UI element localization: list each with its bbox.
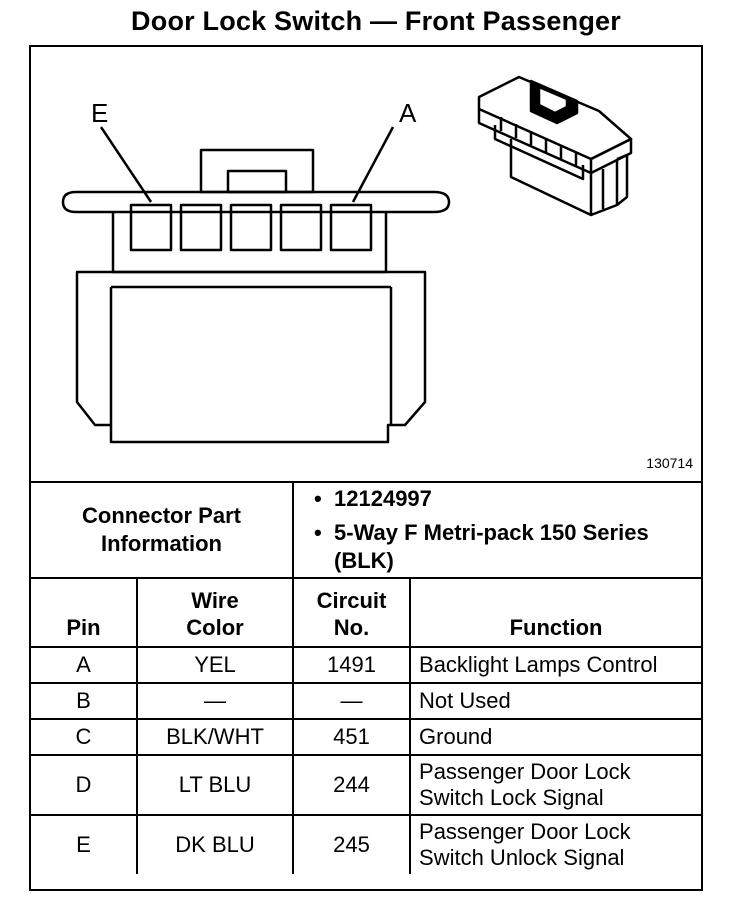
table-header-row: Pin Wire Color Circuit No. Function xyxy=(31,577,702,648)
connector-diagram: E A 130714 xyxy=(31,47,701,481)
header-function: Function xyxy=(409,577,702,648)
connector-info-label: Connector Part Information xyxy=(31,481,295,579)
table-row: C BLK/WHT 451 Ground xyxy=(31,718,702,756)
pin-cell: B xyxy=(31,682,138,720)
function-cell: Not Used xyxy=(409,682,702,720)
wire-color-cell: DK BLU xyxy=(135,814,295,874)
table-row: E DK BLU 245 Passenger Door Lock Switch … xyxy=(31,814,702,874)
table-row: D LT BLU 244 Passenger Door Lock Switch … xyxy=(31,754,702,816)
wire-color-cell: — xyxy=(135,682,295,720)
pin-cell: D xyxy=(31,754,138,816)
table-row: B — — Not Used xyxy=(31,682,702,720)
leader-line-e xyxy=(99,126,153,203)
circuit-cell: — xyxy=(292,682,412,720)
lock-tab-slot xyxy=(226,169,288,194)
header-pin: Pin xyxy=(31,577,138,648)
wire-color-cell: YEL xyxy=(135,646,295,684)
figure-number: 130714 xyxy=(646,455,693,471)
page-title: Door Lock Switch — Front Passenger xyxy=(131,6,621,36)
circuit-cell: 244 xyxy=(292,754,412,816)
connector-isometric-view xyxy=(477,75,633,217)
housing-body xyxy=(75,270,427,444)
pin-cell: C xyxy=(31,718,138,756)
function-cell: Ground xyxy=(409,718,702,756)
header-circuit-no: Circuit No. xyxy=(292,577,412,648)
cavity-b xyxy=(279,203,323,252)
pin-cell: A xyxy=(31,646,138,684)
function-cell: Passenger Door Lock Switch Lock Signal xyxy=(409,754,702,816)
connector-table: Connector Part Information 12124997 5-Wa… xyxy=(31,481,702,874)
header-wire-color-text: Wire Color xyxy=(186,588,244,640)
header-wire-color: Wire Color xyxy=(135,577,295,648)
circuit-cell: 245 xyxy=(292,814,412,874)
cavity-label-e: E xyxy=(91,98,108,128)
pin-cell: E xyxy=(31,814,138,874)
circuit-cell: 451 xyxy=(292,718,412,756)
housing-upper xyxy=(111,212,388,274)
table-row: A YEL 1491 Backlight Lamps Control xyxy=(31,646,702,684)
function-cell: Backlight Lamps Control xyxy=(409,646,702,684)
connector-info-details: 12124997 5-Way F Metri-pack 150 Series (… xyxy=(292,481,702,579)
leader-line-a xyxy=(351,126,395,203)
cavity-label-a: A xyxy=(399,98,417,128)
connector-part-number: 12124997 xyxy=(314,485,693,513)
wire-color-cell: BLK/WHT xyxy=(135,718,295,756)
cavity-e xyxy=(129,203,173,252)
cavity-d xyxy=(179,203,223,252)
connector-sheet: E A 130714 xyxy=(29,45,703,891)
function-cell: Passenger Door Lock Switch Unlock Signal xyxy=(409,814,702,874)
cavity-a xyxy=(329,203,373,252)
connector-face-view: E A xyxy=(61,75,633,444)
circuit-cell: 1491 xyxy=(292,646,412,684)
connector-info-row: Connector Part Information 12124997 5-Wa… xyxy=(31,481,702,579)
wire-color-cell: LT BLU xyxy=(135,754,295,816)
connector-type: 5-Way F Metri-pack 150 Series (BLK) xyxy=(314,519,693,575)
header-circuit-no-text: Circuit No. xyxy=(316,588,387,640)
cavity-c xyxy=(229,203,273,252)
connector-flange xyxy=(61,190,451,214)
